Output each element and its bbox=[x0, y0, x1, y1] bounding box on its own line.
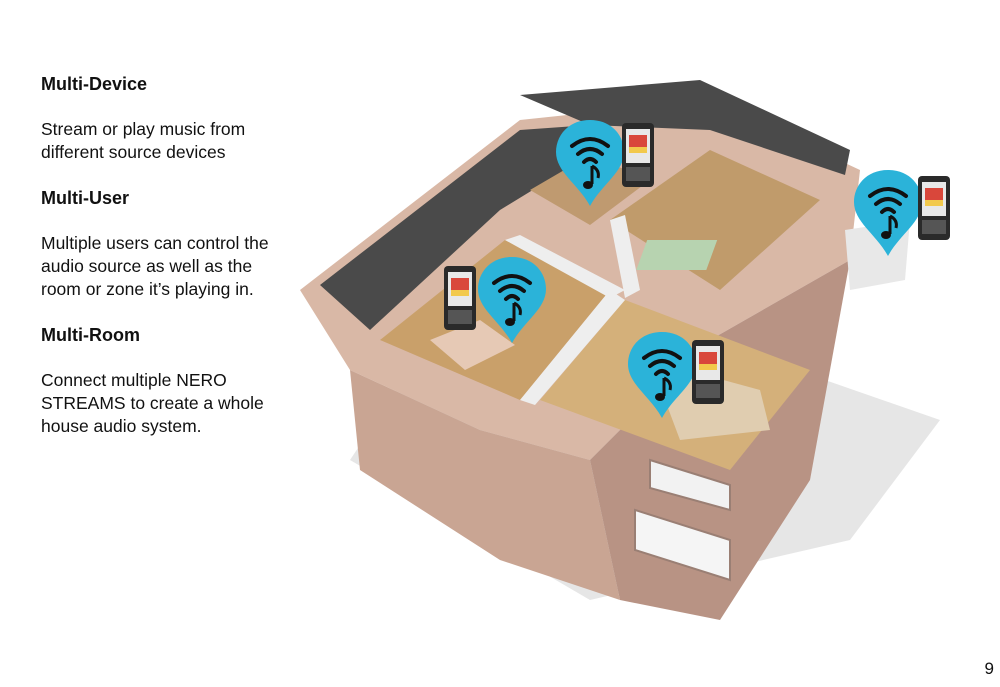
smartphone-icon bbox=[692, 340, 724, 404]
section-title: Multi-Room bbox=[41, 325, 140, 345]
section-body: Multiple users can control the audio sou… bbox=[41, 233, 269, 299]
section-body: Stream or play music from different sour… bbox=[41, 119, 246, 162]
smartphone-icon bbox=[622, 123, 654, 187]
section-multi-user: Multi-User Multiple users can control th… bbox=[41, 186, 331, 301]
section-title: Multi-User bbox=[41, 188, 130, 208]
section-multi-room: Multi-Room Connect multiple NERO STREAMS… bbox=[41, 323, 331, 438]
smartphone-icon bbox=[444, 266, 476, 330]
smartphone-icon bbox=[918, 176, 950, 240]
page-number: 9 bbox=[984, 659, 994, 678]
section-body: Connect multiple NERO STREAMS to create … bbox=[41, 370, 264, 436]
section-multi-device: Multi-Device Stream or play music from d… bbox=[41, 72, 331, 164]
section-title: Multi-Device bbox=[41, 74, 148, 94]
feature-list: Multi-Device Stream or play music from d… bbox=[41, 72, 331, 460]
house-cutaway-illustration bbox=[300, 80, 950, 620]
